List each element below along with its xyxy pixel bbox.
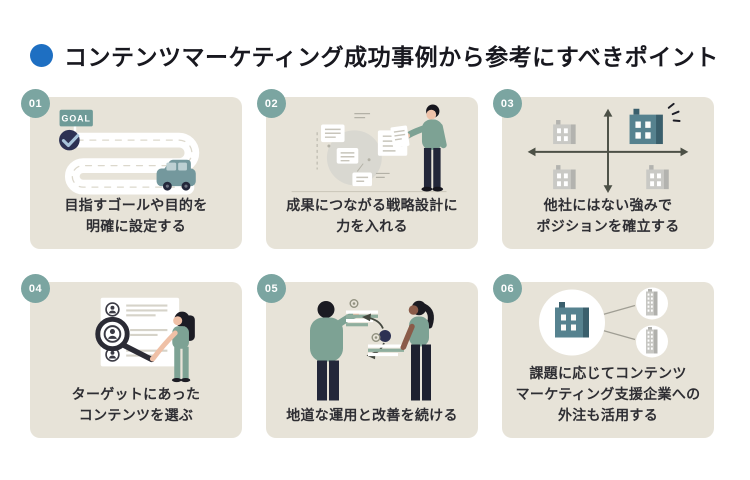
point-card-6: 06 [493,274,714,438]
person-icon [400,300,434,401]
card-number-badge: 04 [21,274,50,303]
company-building-icon [646,165,669,190]
point-card-4: 04 [21,274,242,438]
card-number-badge: 01 [21,89,50,118]
outsourcing-network-illustration [502,282,714,363]
card-number-badge: 03 [493,89,522,118]
card-number-badge: 06 [493,274,522,303]
point-card-1: 01 GOAL [21,89,242,249]
persona-avatar-icon [105,302,120,317]
card-number-badge: 05 [257,274,286,303]
page-title: コンテンツマーケティング成功事例から参考にすべきポイント [64,44,719,70]
title-bullet-icon [30,43,53,67]
strategy-flowchart-illustration [266,97,478,195]
connector-lines [602,304,636,341]
support-company-icon [636,287,668,320]
goal-flag-icon: GOAL [59,109,93,132]
card-caption: 目指すゴールや目的を 明確に設定する [64,197,208,234]
sparkle-icon [667,102,681,122]
person-icon [390,104,447,192]
person-icon [149,311,195,383]
card-caption: 課題に応じてコンテンツ マーケティング支援企業への 外注も活用する [515,365,701,423]
checkpoint-icon [59,129,80,151]
magnifier-icon [95,316,155,363]
card-caption: ターゲットにあった コンテンツを選ぶ [71,386,201,423]
content-stack-icon [346,298,378,327]
page-header: コンテンツマーケティング成功事例から参考にすべきポイント [30,38,719,72]
positioning-map-illustration [502,97,714,195]
car-icon [156,159,196,191]
company-building-icon [553,120,576,145]
target-search-illustration [30,282,242,384]
card-caption: 他社にはない強みで ポジションを確立する [536,197,680,234]
goal-flag-label: GOAL [62,114,91,124]
improvement-cycle-illustration [266,282,478,405]
point-card-5: 05 [257,274,478,438]
point-card-2: 02 [257,89,478,249]
card-caption: 地道な運用と改善を続ける [286,407,458,423]
axes-icon [527,108,689,194]
card-caption: 成果につながる戦略設計に 力を入れる [286,197,458,234]
content-stack-icon [368,333,404,357]
main-company-icon [539,289,605,356]
support-company-icon [636,325,668,358]
points-grid: 01 GOAL [21,89,714,438]
goal-road-illustration: GOAL [30,97,242,195]
highlighted-company-building-icon [629,102,681,145]
point-card-3: 03 [493,89,714,249]
card-number-badge: 02 [257,89,286,118]
company-building-icon [553,165,576,190]
